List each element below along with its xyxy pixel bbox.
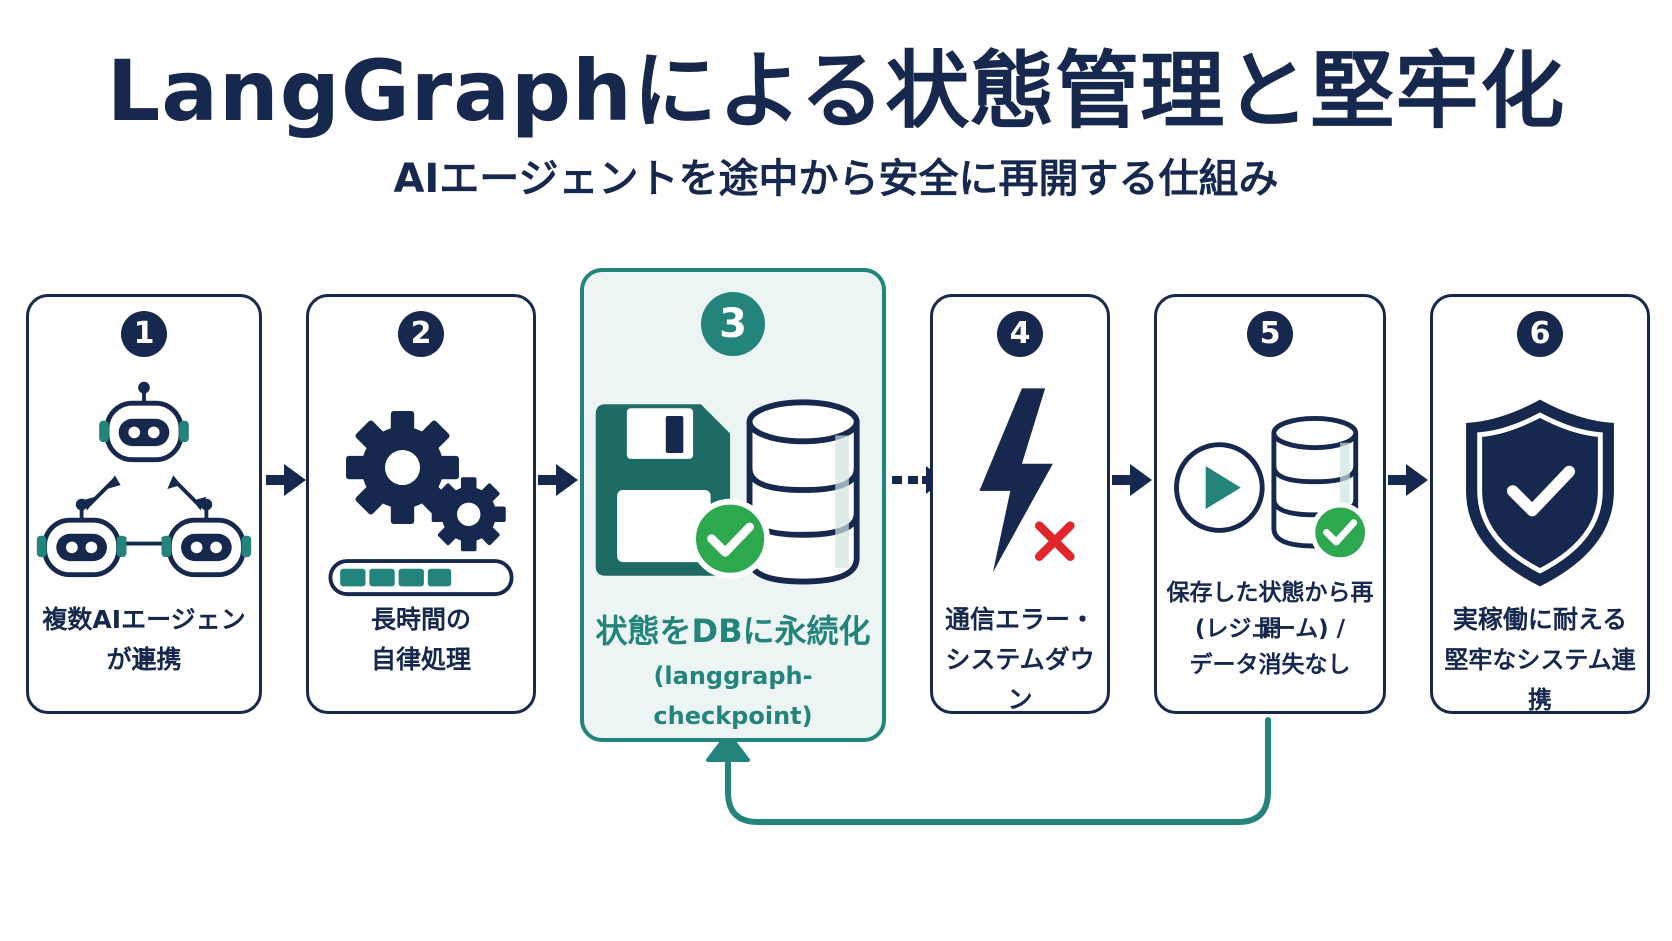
step-label-line1: 実稼働に耐える — [1452, 605, 1628, 634]
step-number-badge: 3 — [701, 292, 765, 356]
lightning-icon — [979, 388, 1075, 573]
page-subtitle: AIエージェントを途中から安全に再開する仕組み — [393, 156, 1279, 202]
step-number-badge: 1 — [121, 311, 167, 357]
step-number-badge: 4 — [997, 311, 1043, 357]
step-label-line2: (langgraph-checkpoint) — [653, 662, 813, 730]
step-label-line3: データ消失なし — [1189, 652, 1351, 678]
step-card-3: 3 状態をDBに永続化 (langgraph-checkpoint) — [580, 268, 886, 742]
step-card-5: 5 保存した状態から再開 (レジューム) / データ消失なし — [1154, 294, 1386, 714]
arrow-right-icon — [1388, 464, 1428, 496]
step-label-line1: 長時間の — [370, 605, 471, 634]
step-number-badge: 5 — [1247, 311, 1293, 357]
page-title: LangGraphによる状態管理と堅牢化 — [106, 42, 1566, 140]
step-card-1: 1 — [26, 294, 262, 714]
step-number-badge: 6 — [1517, 311, 1563, 357]
step-label-line2: 自律処理 — [370, 645, 471, 674]
arrow-right-icon — [538, 464, 578, 496]
check-icon — [1310, 502, 1370, 563]
check-icon — [690, 498, 771, 579]
step-label-line1: 複数AIエージェント — [42, 605, 246, 674]
robot-network-icon — [36, 381, 252, 578]
step-card-2: 2 — [306, 294, 536, 714]
error-x-icon — [1034, 521, 1075, 561]
step-number-badge: 2 — [398, 311, 444, 357]
step-label-line2: 堅牢なシステム連携 — [1444, 646, 1636, 714]
step-label-line2: が連携 — [106, 645, 182, 674]
step-label-line2: システムダウン — [945, 645, 1095, 714]
shield-check-icon — [1466, 399, 1614, 587]
play-resume-icon — [1174, 415, 1370, 563]
step-card-4: 4 通信エラー・ システムダウン — [930, 294, 1110, 714]
progress-bar-icon — [328, 559, 514, 597]
step-card-6: 6 実稼働に耐える 堅牢なシステム連携 — [1430, 294, 1650, 714]
step-label-line2: (レジューム) / — [1194, 616, 1346, 642]
arrow-right-icon — [266, 464, 306, 496]
step-label-line1: 状態をDBに永続化 — [595, 612, 871, 650]
arrow-right-icon — [1112, 464, 1152, 496]
gears-icon — [328, 411, 514, 597]
floppy-disk-icon — [595, 399, 860, 585]
step-label-line1: 通信エラー・ — [944, 605, 1095, 634]
play-icon — [1174, 442, 1265, 533]
step-label-line1: 保存した状態から再開 — [1166, 580, 1374, 642]
